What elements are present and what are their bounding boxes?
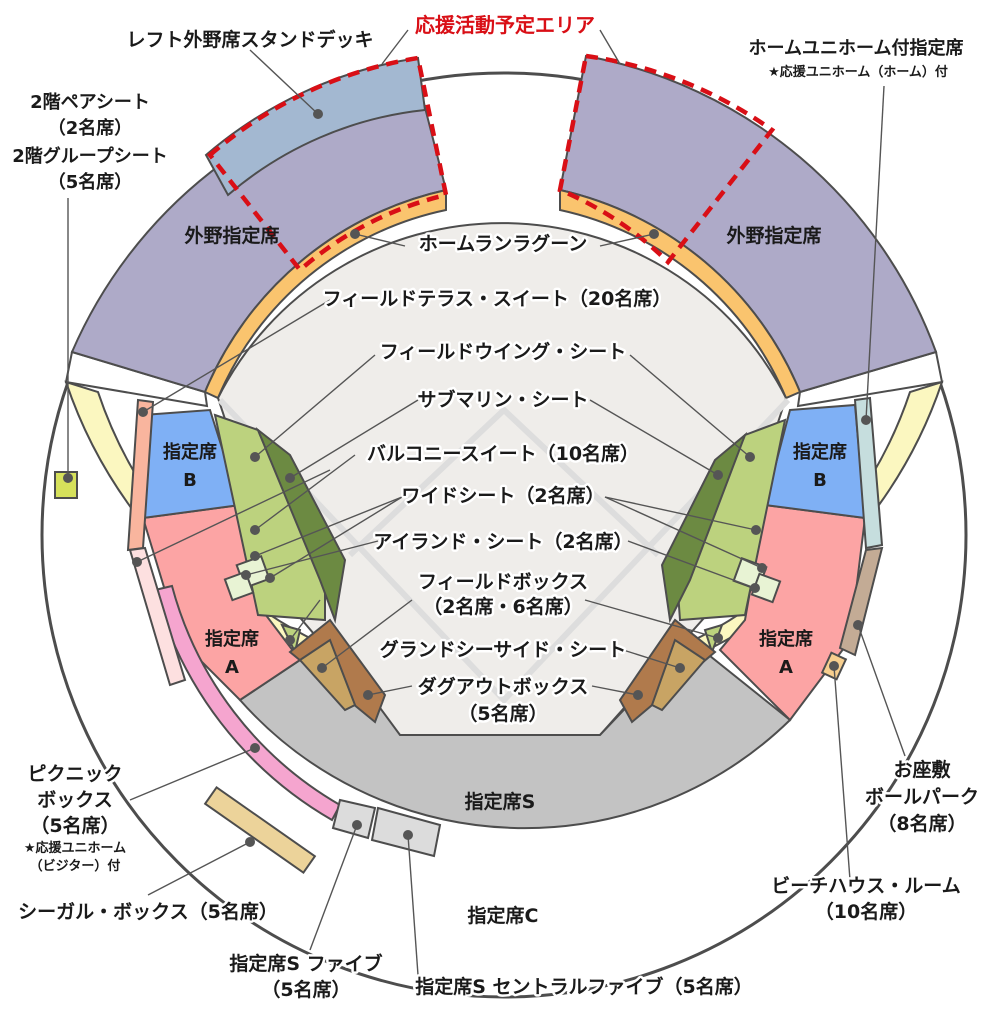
pink-strip-left[interactable] — [128, 546, 187, 687]
section-reserved-s: 指定席S — [465, 790, 536, 813]
beach-house-count: （10名席） — [815, 900, 917, 923]
section-reserved-b-left-1: 指定席 — [163, 441, 217, 463]
section-reserved-b-right-1: 指定席 — [793, 441, 847, 463]
section-reserved-b-left-2: B — [183, 470, 197, 491]
zashiki-count: （8名席） — [877, 812, 966, 835]
beach-house-label: ビーチハウス・ルーム — [771, 875, 960, 897]
section-reserved-b-right-2: B — [813, 470, 827, 491]
field-box-count: （2名席・6名席） — [423, 595, 582, 618]
section-reserved-a-left-2: A — [225, 657, 239, 678]
s-five-label: 指定席S ファイブ — [229, 952, 382, 975]
field-box-left[interactable] — [298, 638, 357, 712]
home-uniform-note: ★応援ユニホーム（ホーム）付 — [768, 64, 948, 80]
zashiki-strip[interactable] — [838, 546, 884, 657]
picnic-label-1: ピクニック — [27, 763, 122, 785]
submarine-label: サブマリン・シート — [417, 388, 588, 411]
seagull-label: シーガル・ボックス（5名席） — [18, 900, 278, 923]
seagull-box[interactable] — [203, 786, 317, 874]
submarine-right[interactable] — [660, 431, 748, 624]
s-central-label: 指定席S セントラルファイブ（5名席） — [415, 975, 753, 998]
leader-lines — [63, 29, 906, 976]
pair-seat-count: （2名席） — [48, 117, 133, 139]
field-terrace-label: フィールドテラス・スイート（20名席） — [323, 287, 672, 310]
island-seat-label: アイランド・シート（2名席） — [373, 530, 632, 553]
pair-seat-label: 2階ペアシート — [30, 92, 150, 113]
picnic-note-1: ★応援ユニホーム — [24, 840, 126, 856]
zashiki-label-1: お座敷 — [893, 758, 951, 781]
field-box-right[interactable] — [650, 638, 707, 712]
group-seat-count: （5名席） — [48, 171, 133, 193]
section-outfield-right: 外野指定席 — [726, 224, 821, 247]
section-reserved-a-right-1: 指定席 — [759, 628, 813, 650]
dugout-box-count: （5名席） — [458, 702, 547, 725]
home-uniform-label: ホームユニホーム付指定席 — [749, 37, 964, 59]
section-reserved-c: 指定席C — [468, 904, 539, 927]
ground-seaside-label: グランドシーサイド・シート — [380, 638, 627, 661]
home-run-lagoon-label: ホームランラグーン — [419, 232, 588, 255]
reserved-s-five[interactable] — [331, 798, 377, 840]
wide-seat-label: ワイドシート（2名席） — [401, 484, 604, 507]
section-outfield-left: 外野指定席 — [184, 224, 279, 247]
left-stand-deck[interactable] — [204, 56, 427, 197]
field-box-label: フィールドボックス — [418, 571, 588, 593]
section-reserved-a-left-1: 指定席 — [205, 628, 259, 650]
submarine-left[interactable] — [255, 426, 347, 624]
s-five-count: （5名席） — [261, 978, 350, 1001]
zashiki-label-2: ボールパーク — [865, 786, 979, 808]
support-area-right — [557, 53, 776, 266]
support-area-label: 応援活動予定エリア — [415, 13, 595, 37]
section-reserved-a-right-2: A — [779, 657, 793, 678]
group-seat-label: 2階グループシート — [12, 145, 167, 167]
dugout-box-label: ダグアウトボックス — [418, 675, 588, 698]
balcony-label: バルコニースイート（10名席） — [367, 442, 639, 465]
support-area-left — [206, 55, 449, 274]
home-uniform-strip[interactable] — [853, 396, 884, 550]
playing-field — [216, 222, 788, 736]
left-stand-deck-label: レフト外野席スタンドデッキ — [126, 28, 373, 51]
picnic-count: （5名席） — [30, 814, 119, 837]
home-run-lagoon-left[interactable] — [203, 188, 447, 400]
field-wing-label: フィールドウイング・シート — [380, 340, 627, 363]
picnic-label-2: ボックス — [37, 789, 112, 811]
picnic-note-2: （ビジター）付 — [30, 858, 121, 874]
